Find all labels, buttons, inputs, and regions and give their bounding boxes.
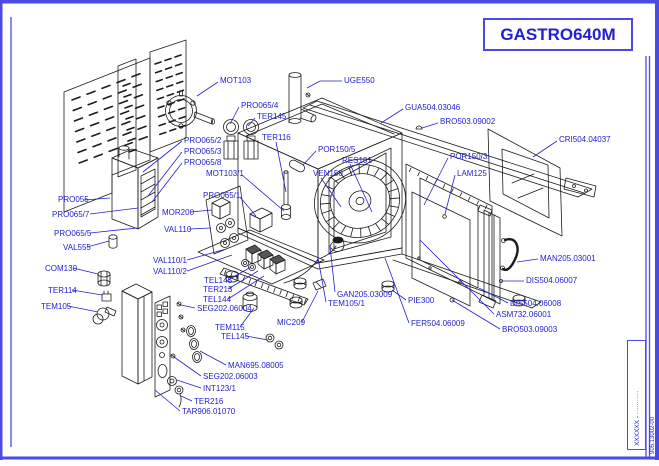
top-cover — [302, 100, 597, 198]
part-label: TEL145 — [204, 276, 233, 285]
chimney-box — [111, 145, 159, 230]
model-title: GASTRO640M — [500, 24, 616, 44]
part-label: TER114 — [48, 286, 77, 295]
oven-body — [237, 97, 542, 309]
code-box — [627, 340, 646, 450]
part-label: ASM732.06001 — [496, 310, 552, 319]
control-panel — [121, 283, 202, 408]
part-label: SEG202.06003 — [203, 372, 258, 381]
part-label: BRO503.09002 — [440, 117, 496, 126]
part-label: LAM125 — [457, 169, 487, 178]
part-label: TER213 — [203, 285, 233, 294]
part-label: INT123/1 — [203, 384, 236, 393]
outer-glass — [487, 128, 563, 237]
inner-frame-lines — [10, 17, 651, 457]
part-label: TEM115 — [215, 323, 245, 332]
part-label: VEN150 — [313, 169, 343, 178]
title-box: GASTRO640M — [483, 18, 633, 51]
part-label: MOR200 — [162, 208, 195, 217]
line-art — [63, 39, 597, 408]
part-label: PRO065/4 — [241, 101, 279, 110]
ring-clamps — [223, 119, 259, 160]
part-label: PRO065/3 — [184, 147, 222, 156]
part-label: PRO065/7 — [52, 210, 90, 219]
part-label: POR150/5 — [318, 145, 356, 154]
door-assembly — [405, 125, 519, 309]
part-label: TEL144 — [203, 295, 232, 304]
part-label: VAL110 — [164, 225, 192, 234]
part-label: MOT103/1 — [206, 169, 244, 178]
doc-number: 905.13002-00 — [650, 416, 656, 454]
vent-slots — [71, 54, 187, 164]
part-label: VAL110/2 — [153, 267, 187, 276]
part-label: TEM105 — [41, 302, 72, 311]
part-label: VAL555 — [63, 243, 91, 252]
part-label: TER216 — [194, 397, 224, 406]
feet — [225, 270, 526, 309]
small-parts — [92, 234, 118, 325]
fan-wheel — [314, 158, 406, 244]
drain-pipe — [288, 72, 317, 124]
part-label: GAN205.03009 — [337, 290, 393, 299]
part-label: MAN205.03001 — [540, 254, 596, 263]
part-label: MIC209 — [277, 318, 306, 327]
part-label: FER504.06009 — [411, 319, 465, 328]
part-label: RES101 — [342, 156, 372, 165]
part-label: UGE550 — [344, 76, 375, 85]
part-label: PRO065/1 — [203, 191, 241, 200]
part-label: MAN695.08005 — [228, 361, 284, 370]
part-label: COM130 — [45, 264, 78, 273]
part-label: VAL110/1 — [153, 256, 187, 265]
code-box-text: XXXXXX - ··········· — [634, 390, 641, 446]
part-label: TEM105/1 — [328, 299, 365, 308]
electrics-plate — [197, 229, 345, 350]
part-label: PRO065/8 — [184, 158, 222, 167]
part-label: DIS504.06007 — [526, 276, 578, 285]
part-label: PRO055 — [58, 195, 89, 204]
part-label: GUA504.03046 — [405, 103, 461, 112]
part-label: TEL145 — [221, 332, 250, 341]
part-label: TER116 — [262, 133, 291, 142]
part-label: SEG202.06004 — [197, 304, 252, 313]
part-label: POR150/3 — [450, 152, 488, 161]
part-label: DIS504.06008 — [510, 299, 562, 308]
back-panel — [63, 39, 187, 213]
part-label: TER145 — [257, 112, 287, 121]
part-label: PRO065/2 — [184, 136, 222, 145]
motor — [165, 90, 215, 129]
part-label: PIE300 — [408, 296, 435, 305]
part-label: TAR906.01070 — [182, 407, 236, 416]
part-label: MOT103 — [220, 76, 252, 85]
part-label: BRO503.09003 — [502, 325, 558, 334]
left-face-parts — [205, 159, 305, 255]
part-label: PRO065/5 — [54, 229, 92, 238]
leader-lines — [67, 80, 558, 412]
part-label: CRI504.04037 — [559, 135, 611, 144]
